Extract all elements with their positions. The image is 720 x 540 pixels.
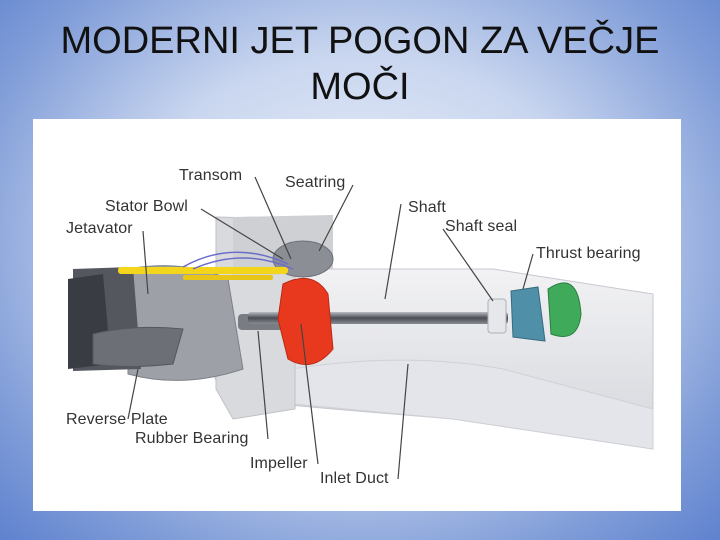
label-reverse-plate: Reverse Plate [66,411,168,428]
label-inlet-duct: Inlet Duct [320,470,389,487]
hydraulic-lines [182,251,294,270]
jetavator-rod-2 [183,275,273,280]
thrust-bearing-part [510,286,546,342]
slide-title: MODERNI JET POGON ZA VEČJE MOČI [0,18,720,110]
label-seatring: Seatring [285,174,346,191]
jetavator-rod [118,267,288,274]
leader-lines [127,176,534,480]
jet-drive-illustration [68,176,654,480]
impeller-part [277,277,334,366]
reverse-plate [92,326,184,367]
label-shaft: Shaft [408,199,446,216]
label-shaft-seal: Shaft seal [445,218,518,235]
label-transom: Transom [179,167,243,184]
title-line-2: MOČI [310,66,410,108]
jet-drive-diagram: Transom Seatring Stator Bowl Shaft Jetav… [33,119,681,511]
label-stator-bowl: Stator Bowl [105,198,188,215]
coupling [547,282,582,337]
label-impeller: Impeller [250,455,308,472]
inlet-duct-floor [261,359,654,450]
label-thrust-bearing: Thrust bearing [536,245,641,262]
label-jetavator: Jetavator [66,220,133,237]
label-rubber-bearing: Rubber Bearing [135,430,249,447]
seatring-ring [272,240,334,278]
title-line-1: MODERNI JET POGON ZA VEČJE [60,20,660,62]
shaft-seal-part [487,298,507,334]
